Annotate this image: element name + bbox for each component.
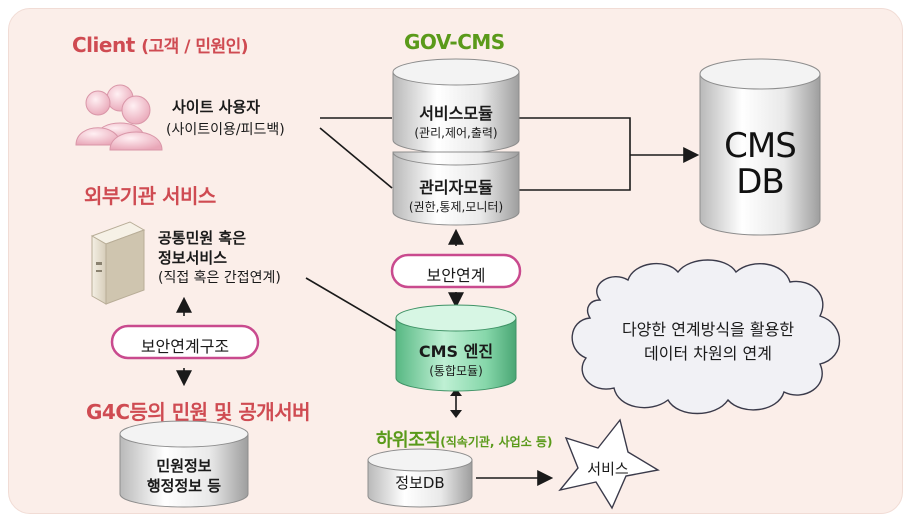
security-link-label: 보안연계 xyxy=(426,266,486,285)
service-star-label: 서비스 xyxy=(587,460,629,478)
connector-lines xyxy=(176,117,700,486)
site-user-label: 사이트 사용자 xyxy=(172,98,261,116)
line-admin-module-to-db xyxy=(518,155,631,191)
cloud-line1: 다양한 연계방식을 활용한 xyxy=(621,320,795,339)
g4c-db-label: 민원정보 행정정보 등 xyxy=(120,456,248,496)
cloud-shape xyxy=(571,259,841,415)
cloud-text: 다양한 연계방식을 활용한 데이터 차원의 연계 xyxy=(586,318,830,366)
line-external-to-engine xyxy=(305,277,399,333)
external-service-line3: (직접 혹은 간접연계) xyxy=(158,270,281,286)
admin-module-cylinder xyxy=(392,151,520,226)
admin-module-label: 관리자모듈 xyxy=(419,178,493,197)
line-user-to-admin-module xyxy=(319,127,393,189)
cms-db-cylinder xyxy=(699,58,821,236)
g4c-db-cylinder xyxy=(119,420,249,508)
site-user-sub: (사이트이용/피드백) xyxy=(166,122,285,138)
service-star-shape xyxy=(558,418,660,510)
arrowhead-up-engine xyxy=(450,388,462,396)
service-module-label: 서비스모듈 xyxy=(419,104,493,123)
external-section-title: 외부기관 서비스 xyxy=(84,184,216,208)
client-section-title: Client (고객 / 민원인) xyxy=(72,32,249,57)
cms-db-line2: DB xyxy=(736,162,785,202)
external-service-text: 공통민원 혹은 정보서비스 (직접 혹은 간접연계) xyxy=(158,228,281,288)
server-icon xyxy=(90,221,146,305)
info-db-label: 정보DB xyxy=(395,474,445,492)
external-service-line2: 정보서비스 xyxy=(158,249,228,267)
line-service-module-to-db xyxy=(518,117,631,155)
sub-org-title-sub: (직속기관, 사업소 등) xyxy=(440,435,553,449)
cloud-line2: 데이터 차원의 연계 xyxy=(644,344,772,363)
service-module-sub: (관리,제어,출력) xyxy=(414,126,498,140)
sub-org-title-main: 하위조직 xyxy=(376,430,441,451)
gov-cms-title: GOV-CMS xyxy=(404,30,505,54)
cms-engine-cylinder xyxy=(395,304,517,392)
external-service-line1: 공통민원 혹은 xyxy=(158,229,247,247)
client-title: Client xyxy=(72,33,135,57)
g4c-db-line2: 행정정보 등 xyxy=(146,477,222,495)
g4c-section-title: G4C등의 민원 및 공개서버 xyxy=(86,400,311,424)
info-db-cylinder xyxy=(367,448,473,508)
arrowhead-down-suborg xyxy=(450,410,462,418)
security-structure-label: 보안연계구조 xyxy=(140,337,230,356)
users-icon xyxy=(75,84,163,151)
security-structure-pill xyxy=(110,324,260,360)
cms-engine-sub: (통합모듈) xyxy=(429,364,483,378)
security-link-pill xyxy=(390,253,522,289)
cms-db-label: CMS DB xyxy=(700,128,820,200)
admin-module-sub: (권한,통제,모니터) xyxy=(408,200,504,214)
sub-org-title: 하위조직(직속기관, 사업소 등) xyxy=(376,426,552,452)
service-module-cylinder xyxy=(392,58,520,154)
g4c-db-line1: 민원정보 xyxy=(156,457,212,475)
cms-engine-label: CMS 엔진 xyxy=(418,342,494,361)
client-title-sub: (고객 / 민원인) xyxy=(141,37,249,57)
cms-db-line1: CMS xyxy=(724,126,797,166)
